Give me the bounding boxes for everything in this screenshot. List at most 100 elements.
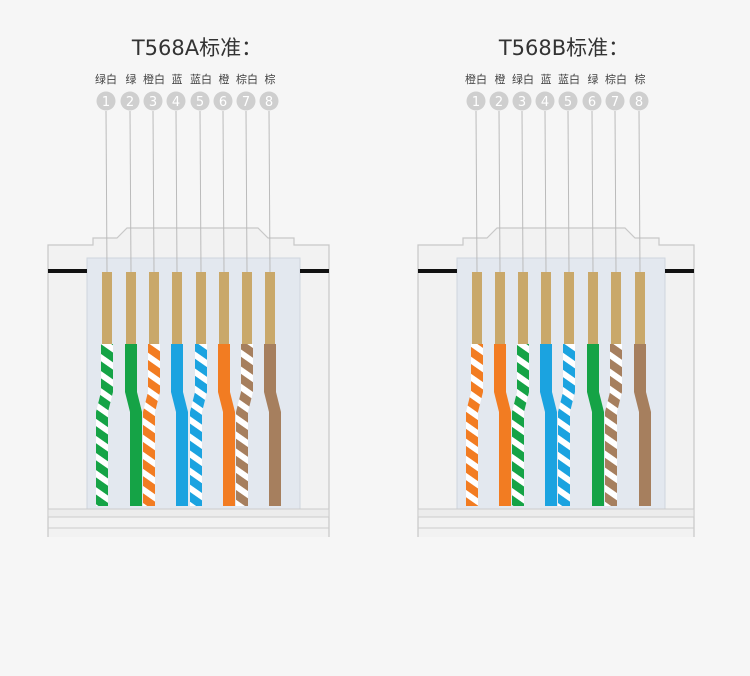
wire-4: 蓝4 [535, 73, 557, 506]
copper-contact [495, 272, 505, 344]
wire-insulation [540, 344, 557, 506]
wire-insulation [512, 344, 529, 506]
leader-line [199, 110, 202, 273]
leader-line [245, 110, 248, 273]
connector-latch-strip [47, 508, 330, 518]
pin-number-circle [629, 91, 649, 111]
wire-color-label: 棕 [635, 72, 646, 86]
wire-color-label: 蓝 [172, 73, 183, 86]
wire-3: 绿白3 [512, 72, 534, 506]
wire-insulation [125, 344, 142, 506]
wire-insulation [143, 344, 160, 506]
copper-contact [472, 272, 482, 344]
leader-line [567, 110, 570, 273]
wire-8: 棕8 [259, 72, 281, 506]
wire-color-label: 蓝白 [558, 72, 580, 86]
pin-number-circle [166, 91, 186, 111]
wire-color-label: 绿 [588, 72, 599, 86]
pin-number-circle [582, 91, 602, 111]
pin-number: 1 [102, 95, 110, 110]
copper-contact [126, 272, 136, 344]
copper-contact [635, 272, 645, 344]
leader-line [638, 110, 641, 273]
wire-color-label: 绿白 [95, 72, 117, 86]
wire-5: 蓝白5 [558, 72, 580, 506]
copper-contact [219, 272, 229, 344]
pin-number: 5 [196, 95, 204, 110]
wire-1: 绿白 1 [95, 72, 117, 506]
pin-number-circle [512, 91, 532, 111]
leader-line [268, 110, 271, 273]
pin-number: 8 [635, 95, 643, 110]
pin-number: 8 [265, 95, 273, 110]
wire-color-label: 棕 [265, 72, 276, 86]
pin-number: 3 [149, 95, 157, 110]
wire-color-label: 绿 [126, 72, 137, 86]
copper-contact [149, 272, 159, 344]
leader-line [475, 110, 478, 273]
copper-contact [102, 272, 112, 344]
copper-contact [265, 272, 275, 344]
copper-contact [196, 272, 206, 344]
copper-contact [611, 272, 621, 344]
diagram-title: T568B标准： [498, 36, 629, 60]
pin-number-circle [259, 91, 279, 111]
pin-number-circle [558, 91, 578, 111]
wire-color-label: 橙 [219, 72, 230, 86]
wire-1: 橙白 1 [465, 72, 487, 506]
wire-insulation [96, 344, 113, 506]
wire-6: 绿6 [582, 72, 604, 506]
wire-5: 蓝白 5 [190, 72, 212, 506]
pin-number-circle [143, 91, 163, 111]
wire-color-label: 棕白 [236, 72, 258, 86]
wire-2: 橙2 [489, 72, 511, 506]
wire-insulation [171, 344, 188, 506]
copper-contact [588, 272, 598, 344]
leader-line [152, 110, 155, 273]
leader-line [591, 110, 594, 273]
wire-7: 棕白 7 [605, 72, 627, 506]
pin-number: 7 [611, 95, 619, 110]
wire-insulation [605, 344, 622, 506]
wire-color-label: 橙 [495, 72, 506, 86]
pin-number: 4 [541, 95, 549, 110]
pin-number-circle [466, 91, 486, 111]
pin-number-circle [96, 91, 116, 111]
wire-color-label: 棕白 [605, 72, 627, 86]
pin-number-circle [236, 91, 256, 111]
pin-number: 6 [219, 95, 227, 110]
pin-number: 2 [126, 95, 134, 110]
pin-number-circle [190, 91, 210, 111]
wire-2: 绿2 [120, 72, 142, 506]
wire-4: 蓝4 [166, 73, 188, 506]
wire-insulation [466, 344, 483, 506]
leader-line [521, 110, 524, 273]
wire-insulation [236, 344, 253, 506]
leader-line [222, 110, 225, 273]
wire-color-label: 绿白 [512, 72, 534, 86]
pin-number: 6 [588, 95, 596, 110]
pin-number: 1 [472, 95, 480, 110]
wire-color-label: 蓝白 [190, 72, 212, 86]
wire-insulation [264, 344, 281, 506]
wire-insulation [634, 344, 651, 506]
wire-color-label: 蓝 [541, 73, 552, 86]
pin-number-circle [489, 91, 509, 111]
wire-insulation [218, 344, 235, 506]
pin-number: 2 [495, 95, 503, 110]
leader-line [498, 110, 501, 273]
pin-number-circle [213, 91, 233, 111]
wire-color-label: 橙白 [465, 72, 487, 86]
pin-number-circle [535, 91, 555, 111]
wire-insulation [494, 344, 511, 506]
pin-number: 4 [172, 95, 180, 110]
leader-line [175, 110, 178, 273]
leader-line [105, 110, 108, 273]
leader-line [614, 110, 617, 273]
copper-contact [242, 272, 252, 344]
pin-number: 7 [242, 95, 250, 110]
